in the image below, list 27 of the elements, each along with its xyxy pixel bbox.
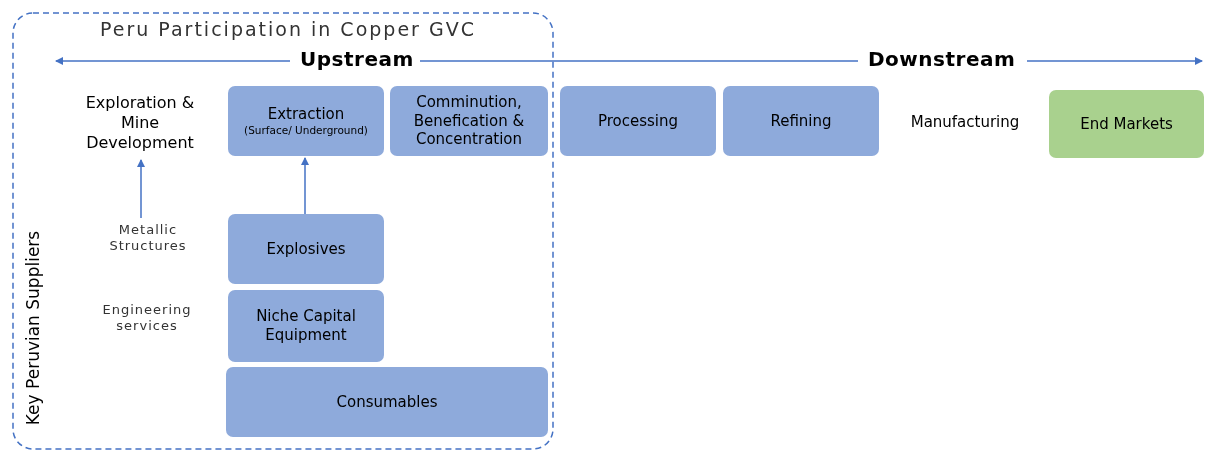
arrow [137,159,145,219]
stage-box [390,86,548,156]
stage-name: Manufacturing [910,112,1020,132]
stage-name: Explosives [266,239,346,259]
stage-name: Consumables [336,392,438,412]
stage-name: Exploration & Mine Development [84,93,196,153]
stage-box [1049,90,1204,158]
stage-box [228,86,384,156]
arrow [301,157,309,215]
stage-box [723,86,879,156]
stage-name: Comminution, Benefication & Concentration [412,92,526,150]
stage-box [228,214,384,284]
stage-box [560,86,716,156]
stage-box [228,290,384,362]
group-heading: Peru Participation in Copper GVC [100,18,476,40]
stream-label: Downstream [868,47,1016,71]
stage-name: End Markets [1080,114,1173,134]
stage-name: Niche Capital Equipment [255,307,357,345]
stage-name: Extraction [267,104,345,124]
stage-name: Refining [770,111,832,131]
axis-label: Key Peruvian Suppliers [22,229,43,428]
supplier-label: Engineering services [101,302,193,334]
stage-box [226,367,548,437]
stage-name: Processing [597,111,679,131]
stage-note: (Surface/ Underground) [244,123,368,138]
supplier-label: Metallic Structures [108,222,188,254]
stream-label: Upstream [300,47,414,71]
